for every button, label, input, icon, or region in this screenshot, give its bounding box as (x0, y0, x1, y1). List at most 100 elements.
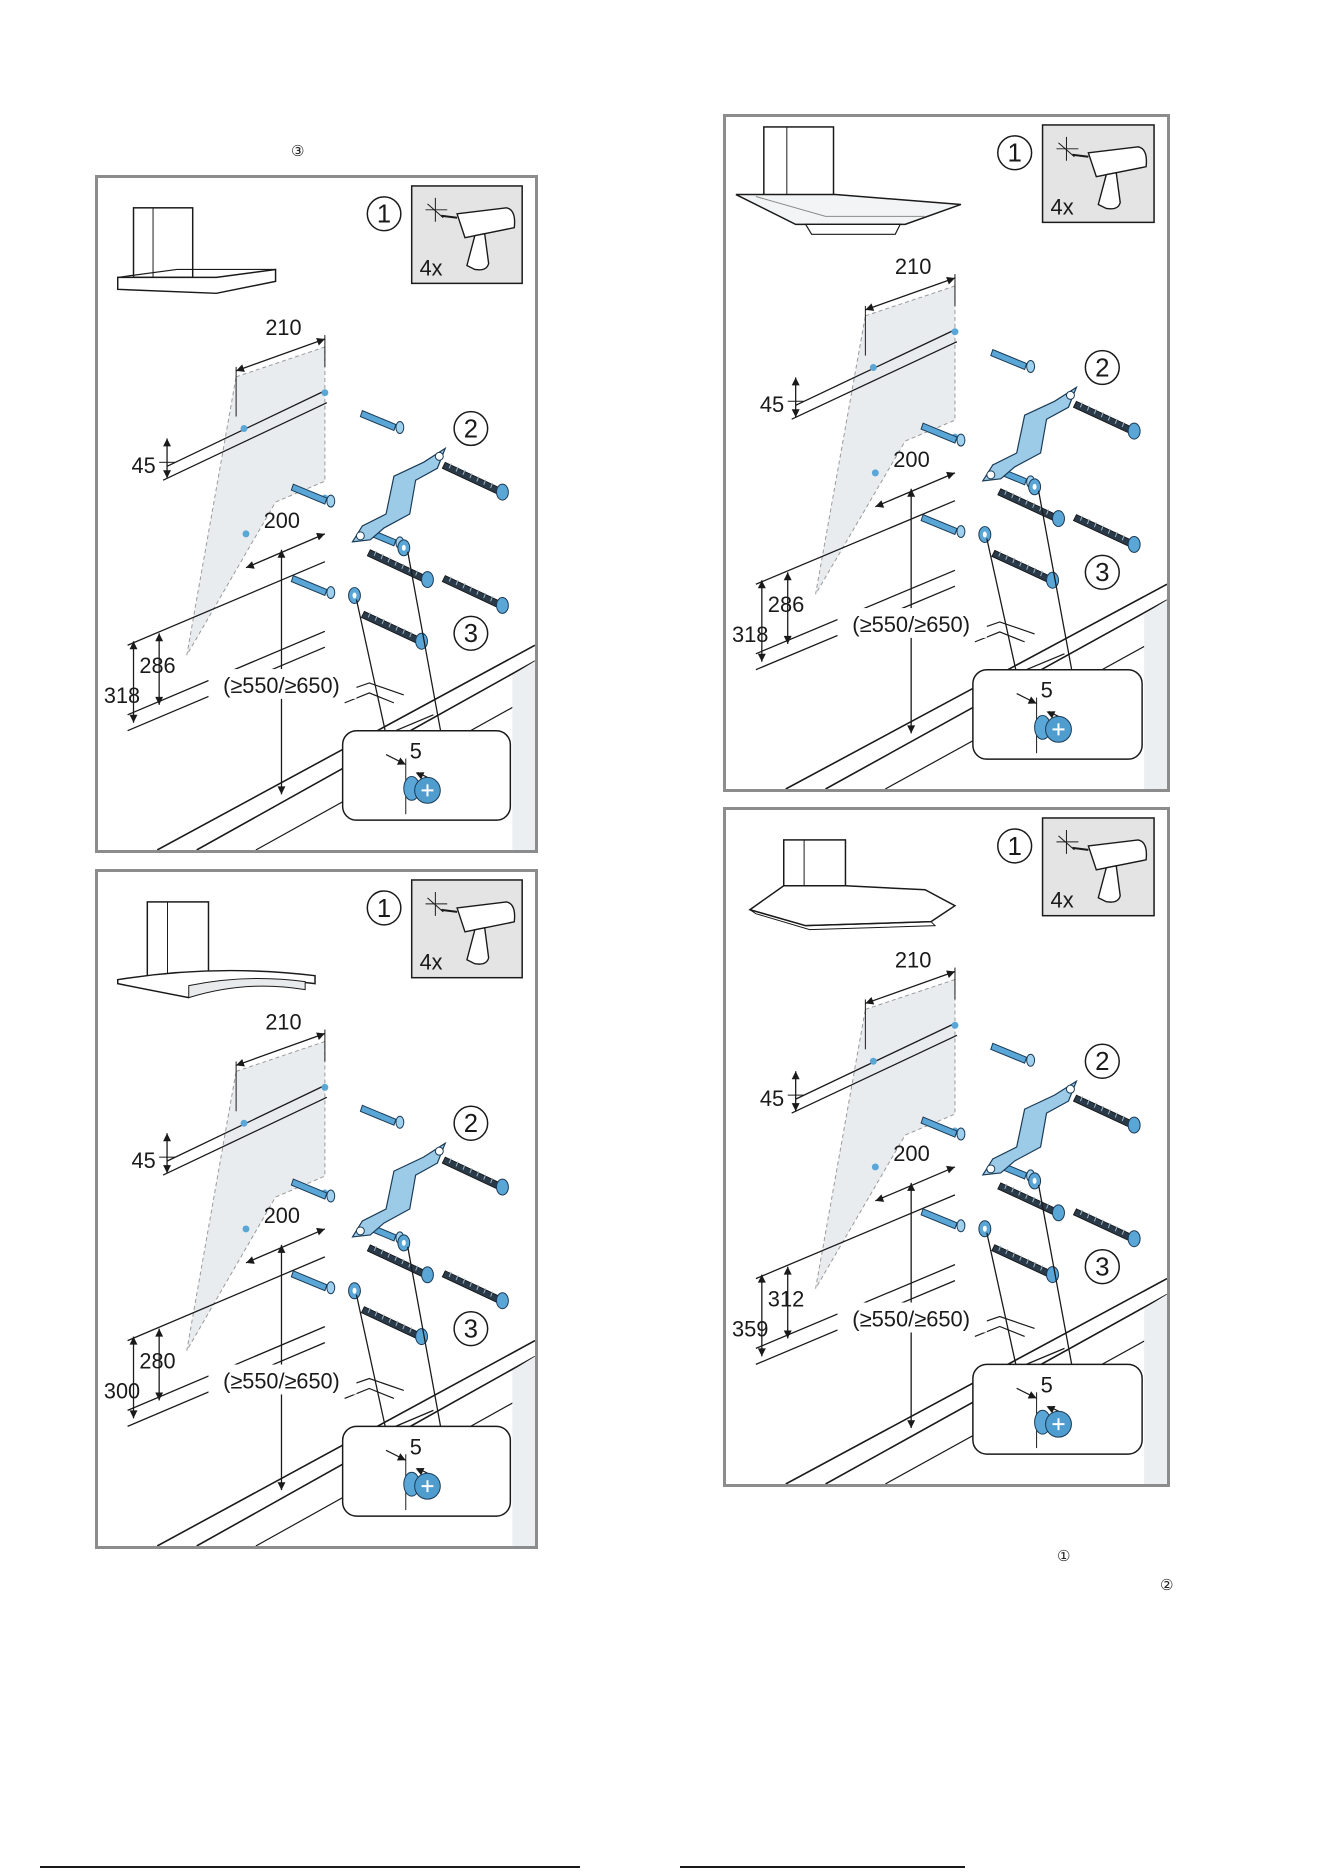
wall-plug (360, 411, 403, 434)
dimension-200-label: 200 (893, 1141, 930, 1166)
dimension-inner-height-label: 286 (768, 592, 805, 617)
step-2-badge: 2 (1085, 1044, 1119, 1078)
step-number: 2 (464, 415, 478, 443)
wall-plug (921, 1117, 965, 1140)
dimension-outer-height: 300 (104, 1337, 140, 1419)
drill-mark (870, 1058, 877, 1065)
step-number: 1 (377, 895, 391, 923)
step-3-badge: 3 (454, 616, 488, 650)
gap-detail-inset: 5 (973, 1364, 1142, 1454)
drill-mark (872, 469, 879, 476)
dimension-210-label: 210 (895, 948, 932, 973)
mounting-bracket (983, 1081, 1077, 1175)
step-3-marker: ③ (291, 142, 304, 160)
dimension-inner-height: 286 (768, 572, 805, 644)
gap-detail-inset: 5 (343, 1426, 511, 1516)
wall-plug (991, 1043, 1035, 1066)
screw (367, 1245, 433, 1283)
drill-mark (241, 425, 248, 432)
gap-detail-inset: 5 (343, 731, 511, 820)
footer-rule (680, 1866, 965, 1868)
dimension-inner-height-label: 312 (768, 1287, 805, 1312)
dimension-gap-label: 5 (1041, 678, 1053, 703)
dimension-outer-height: 318 (732, 580, 769, 662)
dimension-45-label: 45 (760, 392, 784, 417)
installation-diagram-panel: 21045200312359(≥550/≥650)54x123 (723, 807, 1170, 1487)
screw (442, 576, 508, 614)
dimension-outer-height-label: 318 (104, 683, 140, 708)
step-number: 1 (377, 201, 391, 229)
washer (979, 1221, 991, 1237)
step-1-badge: 1 (998, 829, 1032, 863)
gap-detail-inset: 5 (973, 670, 1142, 759)
dimension-210-label: 210 (265, 1009, 301, 1034)
drill-callout-box: 4x (1043, 125, 1154, 222)
step-3-badge: 3 (1085, 1250, 1119, 1284)
screw (998, 1183, 1065, 1221)
drill-mark (241, 1120, 248, 1127)
dimension-45-label: 45 (132, 1148, 156, 1173)
mounting-bracket (983, 387, 1077, 480)
wall-plug (360, 1105, 403, 1128)
mounting-bracket (353, 448, 446, 541)
screw (442, 462, 508, 500)
hood-illustration (736, 127, 961, 234)
step-number: 2 (1095, 354, 1109, 382)
screw (442, 1157, 508, 1195)
drill-mark (243, 530, 250, 537)
dimension-clearance: (≥550/≥650) (837, 1183, 986, 1428)
dimension-clearance-label: (≥550/≥650) (852, 1306, 970, 1331)
dimension-210-label: 210 (895, 254, 932, 279)
dimension-clearance: (≥550/≥650) (837, 489, 986, 734)
drill-count-label: 4x (420, 255, 443, 280)
dimension-inner-height-label: 280 (139, 1348, 175, 1373)
drill-mark (870, 364, 877, 371)
dimension-45: 45 (132, 438, 175, 478)
dimension-gap-label: 5 (410, 738, 422, 763)
screw (992, 550, 1059, 588)
dimension-inner-height: 312 (768, 1267, 805, 1339)
drill-mark (243, 1225, 250, 1232)
drill-mark (951, 1022, 958, 1029)
dimension-45-label: 45 (760, 1086, 784, 1111)
step-1-badge: 1 (367, 197, 401, 231)
footer-rule (40, 1866, 580, 1868)
mounting-bracket (353, 1143, 446, 1237)
washer (979, 527, 991, 543)
screw (367, 550, 433, 588)
dimension-200-label: 200 (264, 1203, 300, 1228)
screw (1073, 1209, 1140, 1247)
screw (998, 489, 1065, 527)
step-2-badge: 2 (454, 1106, 488, 1140)
hood-footprint-outline (816, 286, 955, 594)
wall-plug (291, 484, 334, 507)
drill-mark (321, 389, 328, 396)
hood-illustration (750, 840, 955, 930)
step-number: 1 (1007, 833, 1021, 861)
step-number: 2 (464, 1110, 478, 1138)
dimension-inner-height-label: 286 (139, 653, 175, 678)
dimension-outer-height: 359 (732, 1275, 769, 1357)
drill-mark (951, 328, 958, 335)
step-number: 3 (464, 1316, 478, 1344)
screw (1073, 515, 1140, 553)
wall-plug (291, 576, 334, 599)
step-number: 3 (1095, 1254, 1109, 1282)
step-2-badge: 2 (454, 412, 488, 446)
screw (1073, 401, 1140, 439)
drill-count-label: 4x (420, 950, 443, 975)
drill-mark (321, 1084, 328, 1091)
dimension-45: 45 (760, 377, 804, 417)
step-1-badge: 1 (998, 136, 1032, 170)
dimension-200-label: 200 (264, 508, 300, 533)
hood-footprint-outline (187, 1041, 325, 1350)
hood-footprint-outline (187, 347, 325, 655)
installation-diagram-panel: 21045200286318(≥550/≥650)54x123 (723, 114, 1170, 792)
hood-illustration (118, 902, 315, 998)
drill-callout-box: 4x (412, 186, 522, 283)
hood-illustration (118, 208, 276, 293)
wall-plug (921, 515, 965, 538)
dimension-outer-height: 318 (104, 641, 140, 723)
step-number: 2 (1095, 1048, 1109, 1076)
